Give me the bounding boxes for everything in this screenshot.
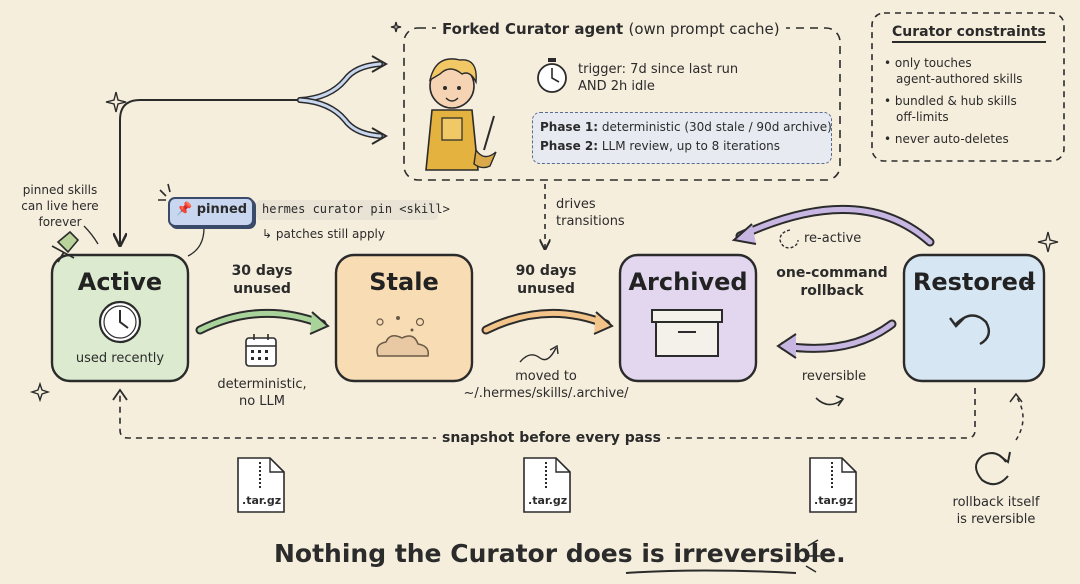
stopwatch-icon — [537, 58, 567, 93]
phase2-text: LLM review, up to 8 iterations — [601, 139, 781, 153]
curly-arrow-pinned — [83, 225, 99, 245]
constraints-title: Curator constraints — [892, 24, 1046, 40]
zip-label: .tar.gz — [528, 494, 568, 507]
reactive-icon — [779, 229, 799, 249]
zip-file-icon — [237, 457, 285, 513]
constraint-item: • bundled & hub skills — [884, 94, 1017, 108]
constraints-list: • only touches agent-authored skills • b… — [884, 55, 1023, 147]
zip-label: .tar.gz — [814, 494, 854, 507]
phase1-text: deterministic (30d stale / 90d archive) — [601, 120, 832, 134]
transition-30-days: 30 days unused — [231, 263, 293, 297]
zip-label: .tar.gz — [242, 494, 282, 507]
pin-command-bg — [256, 200, 438, 220]
constraint-item: • only touches — [884, 56, 972, 70]
curly-arrow-moved — [519, 347, 557, 363]
phase1-label: Phase 1: — [540, 120, 599, 134]
fork-arrow-up — [297, 61, 383, 103]
refresh-icon — [975, 451, 1011, 486]
zip-file-icon — [809, 457, 857, 513]
active-title: Active — [77, 268, 163, 296]
pushpin-icon — [51, 230, 80, 263]
rollback-dashed-curve — [1015, 395, 1024, 441]
trigger-line1: trigger: 7d since last run — [578, 62, 739, 77]
footer-text: Nothing the Curator does is irreversible… — [274, 539, 846, 568]
phase-box — [532, 112, 832, 164]
footer-emphasis: irreversible — [673, 539, 837, 568]
curly-arrow-pintag — [187, 227, 205, 257]
constraint-item: • never auto-deletes — [884, 132, 1009, 146]
pinned-tag — [168, 197, 254, 227]
pin-command: hermes curator pin <skill> — [262, 202, 450, 216]
pinned-tag-label: 📌 pinned — [176, 202, 248, 217]
emphasis-underline — [625, 569, 797, 574]
active-subtitle: used recently — [75, 351, 165, 366]
undo-icon — [949, 314, 991, 346]
moved-note: moved to ~/.hermes/skills/.archive/ — [463, 369, 629, 401]
calendar-icon — [245, 334, 277, 367]
restored-title: Restored — [912, 268, 1036, 296]
constraint-item: agent-authored skills — [896, 72, 1023, 86]
phase1-row: Phase 1: deterministic (30d stale / 90d … — [540, 119, 832, 135]
curator-title-main: Forked Curator agent — [442, 20, 624, 38]
dust-icon — [376, 316, 430, 357]
pin-small-icon: 📌 — [176, 202, 193, 217]
rollback-label: one-command rollback — [776, 265, 888, 299]
curly-arrow-reversible — [815, 397, 843, 406]
stale-state-box — [334, 253, 474, 383]
drives-note: drives transitions — [556, 197, 625, 229]
tick-marks — [158, 183, 820, 573]
constraints-underline — [892, 41, 1046, 43]
rollback-itself-note: rollback itself is reversible — [952, 495, 1040, 527]
deterministic-note: deterministic, no LLM — [217, 377, 307, 409]
phase2-row: Phase 2: LLM review, up to 8 iterations — [540, 138, 780, 154]
reactive-label: re-active — [804, 231, 862, 246]
reversible-label: reversible — [801, 369, 867, 384]
robot-curator-icon — [425, 58, 497, 171]
loop-line-up — [119, 99, 300, 245]
constraint-item: off-limits — [896, 110, 949, 124]
snapshot-label: snapshot before every pass — [436, 430, 667, 446]
trigger-line2: AND 2h idle — [578, 79, 655, 94]
curator-title: Forked Curator agent (own prompt cache) — [436, 20, 786, 38]
archived-title: Archived — [628, 268, 748, 296]
sparkle-icon — [29, 21, 1059, 403]
patches-note: ↳ patches still apply — [262, 227, 385, 241]
pinned-note: pinned skills can live here forever — [21, 183, 99, 229]
transition-90-days: 90 days unused — [515, 263, 577, 297]
restored-state-box — [902, 253, 1046, 383]
curator-title-paren: (own prompt cache) — [628, 20, 780, 38]
clock-icon — [98, 300, 142, 344]
zip-file-icon — [523, 457, 571, 513]
stale-title: Stale — [369, 268, 439, 296]
fork-arrow-down — [297, 97, 383, 139]
phase2-label: Phase 2: — [540, 139, 599, 153]
box-icon — [651, 309, 723, 357]
